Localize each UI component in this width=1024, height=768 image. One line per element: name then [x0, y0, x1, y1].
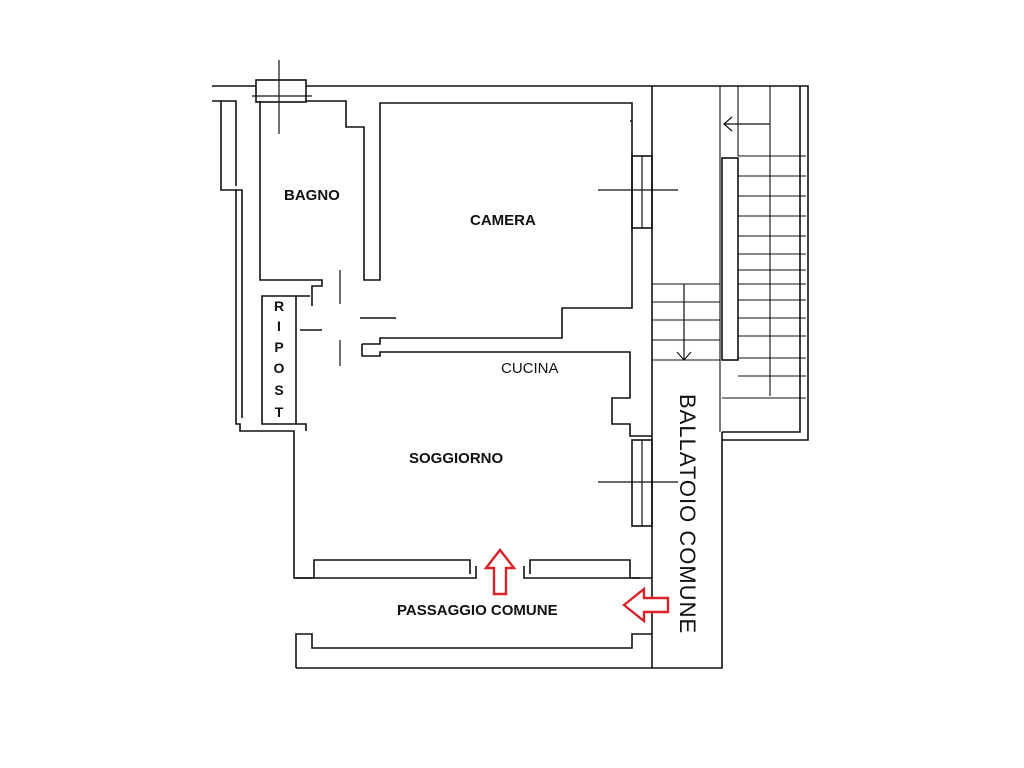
top-wall [212, 85, 653, 668]
stair-well-lines [719, 86, 771, 432]
entry-arrows [483, 548, 670, 624]
stair-outer-inner [722, 86, 801, 433]
passage-right [652, 432, 723, 669]
entry-arrow-up-icon [483, 548, 517, 596]
ripost-letter: P [274, 339, 283, 355]
ripost-door-area [296, 295, 322, 431]
soggiorno-top-wall [361, 344, 652, 437]
camera-right-wall [362, 121, 633, 345]
soggiorno-bottom-wall [313, 559, 652, 579]
stair-treads-upper [722, 155, 806, 399]
ripost-letter: S [274, 382, 283, 398]
stair-direction-left-icon [723, 116, 770, 132]
room-label-passaggio: PASSAGGIO COMUNE [397, 602, 558, 619]
soggiorno-window-cross [598, 440, 678, 526]
camera-window-cross [598, 156, 678, 228]
stair-direction-down-icon [676, 284, 692, 361]
chimney-cross [252, 60, 312, 134]
stair-treads-lower [652, 283, 720, 361]
left-outer-wall [220, 101, 315, 579]
room-label-cucina: CUCINA [501, 360, 559, 377]
room-label-ripost: R I P O S T [274, 298, 285, 420]
top-wall-inner [212, 100, 633, 281]
passage-upper-wall [294, 566, 640, 579]
stair-rail [721, 157, 739, 361]
walls [212, 60, 723, 669]
labels: BAGNO CAMERA CUCINA SOGGIORNO PASSAGGIO … [274, 187, 700, 634]
entry-arrow-left-icon [622, 586, 670, 624]
staircase [652, 85, 809, 441]
passage-lower-wall [295, 633, 652, 669]
ripost-letter: O [274, 360, 285, 376]
ripost-letter: I [277, 318, 281, 334]
room-label-bagno: BAGNO [284, 187, 340, 204]
ripost-letter: R [274, 298, 284, 314]
stair-outer [652, 85, 809, 441]
bagno-wall [259, 101, 323, 306]
room-label-soggiorno: SOGGIORNO [409, 450, 504, 467]
left-inner-wall [236, 189, 243, 418]
ripost-letter: T [275, 404, 284, 420]
chimney [255, 79, 307, 103]
room-label-ballatoio: BALLATOIO COMUNE [675, 394, 700, 634]
room-label-camera: CAMERA [470, 212, 536, 229]
